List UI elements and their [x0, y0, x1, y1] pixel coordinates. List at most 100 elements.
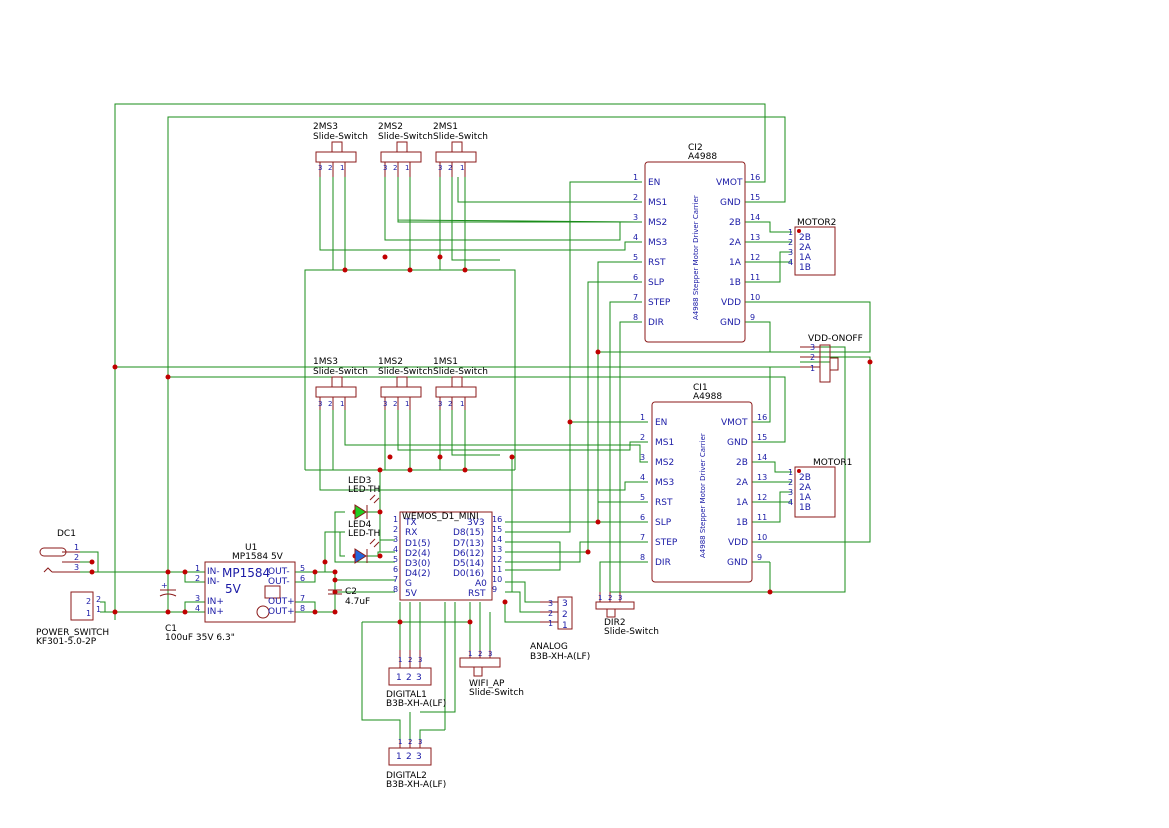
svg-text:1: 1: [405, 164, 409, 172]
svg-text:7: 7: [393, 575, 398, 584]
svg-text:8: 8: [300, 604, 305, 613]
led4: LED4 LED-TH: [348, 520, 380, 564]
svg-text:2: 2: [406, 752, 412, 762]
svg-text:15: 15: [492, 525, 502, 534]
svg-text:B3B-XH-A(LF): B3B-XH-A(LF): [530, 652, 590, 662]
svg-text:CI2: CI2: [688, 143, 703, 153]
power-switch-terminal: 2 1 2 1 POWER_SWITCH KF301-5.0-2P: [36, 591, 109, 647]
svg-text:13: 13: [492, 545, 502, 554]
dc1-pin-3: 3: [74, 563, 79, 572]
switch-2ms2: 2MS2 Slide-Switch 3 2 1: [378, 122, 433, 177]
digital2-connector: 1 2 3 1 2 3 DIGITAL2 B3B-XH-A(LF): [386, 738, 446, 790]
svg-text:1: 1: [398, 656, 402, 664]
svg-text:8: 8: [640, 553, 645, 562]
svg-text:7: 7: [300, 594, 305, 603]
svg-text:SLP: SLP: [655, 518, 672, 528]
switch-dir2: 1 2 3 DIR2 Slide-Switch: [595, 592, 659, 637]
svg-text:2A: 2A: [729, 238, 742, 248]
motor2-connector: MOTOR2 1 2B 2 2A 3 1A 4 1B: [788, 218, 836, 276]
svg-text:IN+: IN+: [207, 607, 224, 617]
svg-text:D3(0): D3(0): [405, 559, 430, 569]
dc1-pin-2: 2: [74, 553, 79, 562]
svg-text:14: 14: [750, 213, 760, 222]
svg-text:2: 2: [640, 433, 645, 442]
ci1-right-pins: VMOT 16 GND 15 2B 14 2A 13 1A 12 1B 11 V…: [721, 413, 767, 568]
svg-text:RST: RST: [648, 258, 666, 268]
svg-text:MS2: MS2: [648, 218, 667, 228]
svg-text:5: 5: [633, 253, 638, 262]
svg-text:1: 1: [460, 400, 464, 408]
svg-text:2: 2: [328, 400, 332, 408]
driver-ci1: CI1 A4988 A4988 Stepper Motor Driver Car…: [640, 383, 767, 583]
led3-body: [354, 504, 367, 520]
svg-text:MS1: MS1: [655, 438, 674, 448]
switch-wifi-ap: 1 2 3 WIFI_AP Slide-Switch: [459, 650, 524, 698]
svg-text:MS2: MS2: [655, 458, 674, 468]
svg-text:Slide-Switch: Slide-Switch: [378, 132, 433, 142]
svg-text:3: 3: [195, 594, 200, 603]
svg-text:OUT-: OUT-: [268, 577, 290, 587]
u1-subtitle: 5V: [225, 582, 242, 596]
svg-text:1: 1: [640, 413, 645, 422]
svg-text:3: 3: [438, 400, 442, 408]
svg-text:TX: TX: [404, 518, 417, 528]
svg-text:MOTOR2: MOTOR2: [797, 218, 836, 228]
svg-text:GND: GND: [720, 198, 741, 208]
svg-text:12: 12: [757, 493, 767, 502]
svg-text:16: 16: [492, 515, 502, 524]
svg-text:1: 1: [598, 594, 602, 602]
svg-text:DIGITAL1: DIGITAL1: [386, 690, 427, 700]
svg-text:3: 3: [318, 164, 322, 172]
svg-text:Slide-Switch: Slide-Switch: [604, 627, 659, 637]
svg-text:8: 8: [393, 585, 398, 594]
svg-text:A4988: A4988: [688, 152, 717, 162]
svg-text:2: 2: [788, 478, 793, 487]
svg-text:1: 1: [340, 400, 344, 408]
svg-text:3: 3: [383, 164, 387, 172]
svg-text:D4(2): D4(2): [405, 569, 430, 579]
svg-text:Slide-Switch: Slide-Switch: [469, 688, 524, 698]
svg-text:EN: EN: [655, 418, 667, 428]
svg-text:A0: A0: [475, 579, 487, 589]
svg-text:MOTOR1: MOTOR1: [813, 458, 852, 468]
dc1-ref: DC1: [57, 529, 76, 539]
svg-text:OUT+: OUT+: [268, 597, 295, 607]
u1-value: MP1584 5V: [232, 552, 284, 562]
svg-text:1: 1: [788, 468, 793, 477]
digital1-connector: 1 2 3 1 2 3 DIGITAL1 B3B-XH-A(LF): [386, 650, 446, 709]
svg-text:16: 16: [750, 173, 760, 182]
svg-text:2: 2: [810, 353, 815, 362]
svg-text:9: 9: [492, 585, 497, 594]
svg-text:1A: 1A: [729, 258, 742, 268]
svg-text:EN: EN: [648, 178, 660, 188]
svg-text:10: 10: [757, 533, 767, 542]
svg-text:3: 3: [438, 164, 442, 172]
svg-text:3: 3: [418, 738, 422, 746]
svg-text:1: 1: [96, 605, 101, 614]
svg-text:6: 6: [640, 513, 645, 522]
svg-text:6: 6: [393, 565, 398, 574]
svg-text:2B: 2B: [729, 218, 741, 228]
ci2-left-pins: 1 EN 2 MS1 3 MS2 4 MS3 5 RST 6 SLP 7 STE…: [633, 173, 671, 328]
svg-text:3: 3: [562, 599, 568, 609]
svg-text:5: 5: [393, 555, 398, 564]
svg-text:1MS3: 1MS3: [313, 357, 338, 367]
power-switch-pin-2: 2: [86, 597, 91, 606]
svg-text:7: 7: [633, 293, 638, 302]
svg-text:RX: RX: [405, 528, 417, 538]
svg-text:8: 8: [633, 313, 638, 322]
svg-text:RST: RST: [468, 589, 486, 599]
svg-text:6: 6: [300, 574, 305, 583]
svg-text:A4988 Stepper Motor Driver Car: A4988 Stepper Motor Driver Carrier: [692, 195, 700, 320]
svg-text:2MS3: 2MS3: [313, 122, 338, 132]
switch-2ms1: 2MS1 Slide-Switch 3 2 1: [433, 122, 488, 177]
svg-text:D8(15): D8(15): [453, 528, 484, 538]
svg-text:STEP: STEP: [648, 298, 671, 308]
svg-text:GND: GND: [727, 558, 748, 568]
svg-text:VDD: VDD: [728, 538, 748, 548]
svg-text:RST: RST: [655, 498, 673, 508]
driver-ci2: CI2 A4988 A4988 Stepper Motor Driver Car…: [633, 143, 760, 343]
svg-text:16: 16: [757, 413, 767, 422]
svg-text:MS3: MS3: [648, 238, 667, 248]
svg-text:4: 4: [393, 545, 398, 554]
